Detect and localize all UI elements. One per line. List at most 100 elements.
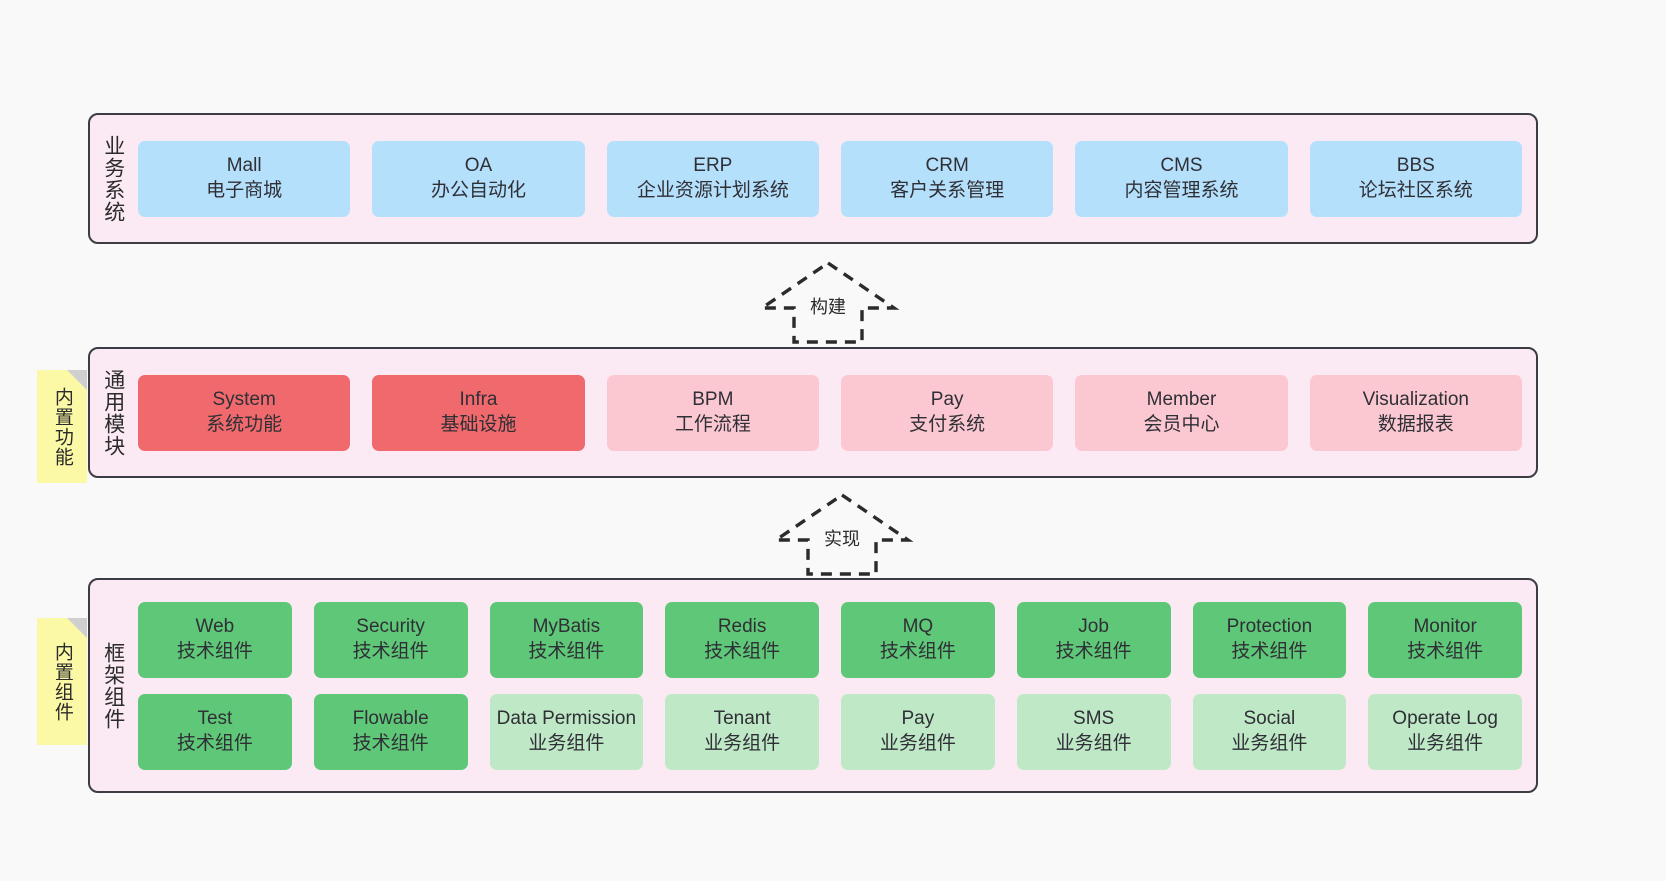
card-title: Social xyxy=(1243,708,1296,730)
layer-framework-title: 框架组件 xyxy=(101,641,125,730)
note-builtin-features-label: 内置功能 xyxy=(51,386,73,467)
card-title: Redis xyxy=(717,616,767,638)
card-subtitle: 业务组件 xyxy=(1407,732,1484,754)
connector-build-arrow: 构建 xyxy=(756,260,900,345)
card-subtitle: 基础设施 xyxy=(440,413,517,435)
card-subtitle: 数据报表 xyxy=(1377,413,1454,435)
card-title: MQ xyxy=(902,616,934,638)
card-subtitle: 技术组件 xyxy=(1407,640,1484,662)
card-subtitle: 技术组件 xyxy=(879,640,956,662)
card-subtitle: 业务组件 xyxy=(1055,732,1132,754)
card-title: Protection xyxy=(1226,616,1313,638)
note-builtin-features: 内置功能 xyxy=(37,370,87,483)
card-title: Test xyxy=(197,708,233,730)
card-subtitle: 支付系统 xyxy=(909,413,986,435)
connector-build-arrow-shape xyxy=(756,260,900,344)
card-title: Web xyxy=(195,616,235,638)
card-title: CMS xyxy=(1160,155,1203,177)
card-subtitle: 技术组件 xyxy=(176,732,253,754)
card-subtitle: 技术组件 xyxy=(352,732,429,754)
card-title: Data Permission xyxy=(496,708,637,730)
card-title: BPM xyxy=(692,389,734,411)
card-title: Pay xyxy=(901,708,935,730)
card-subtitle: 业务组件 xyxy=(704,732,781,754)
card-subtitle: 会员中心 xyxy=(1143,413,1220,435)
card-title: Security xyxy=(356,616,425,638)
connector-build-label: 构建 xyxy=(810,297,846,317)
card-title: Mall xyxy=(226,155,262,177)
card-subtitle: 技术组件 xyxy=(1055,640,1132,662)
connector-implement-label: 实现 xyxy=(824,529,860,549)
card-subtitle: 业务组件 xyxy=(528,732,605,754)
layer-business-title: 业务系统 xyxy=(101,134,125,223)
card-subtitle: 电子商城 xyxy=(206,179,283,201)
layer-modules-title: 通用模块 xyxy=(101,368,125,457)
card-title: Job xyxy=(1078,616,1109,638)
card-subtitle: 内容管理系统 xyxy=(1124,179,1239,201)
card-subtitle: 业务组件 xyxy=(879,732,956,754)
card-subtitle: 论坛社区系统 xyxy=(1358,179,1473,201)
card-subtitle: 客户关系管理 xyxy=(890,179,1005,201)
card-title: Visualization xyxy=(1362,389,1469,411)
card-subtitle: 企业资源计划系统 xyxy=(636,179,789,201)
card-title: Monitor xyxy=(1413,616,1477,638)
card-subtitle: 技术组件 xyxy=(704,640,781,662)
card-subtitle: 业务组件 xyxy=(1231,732,1308,754)
note-builtin-components-label: 内置组件 xyxy=(51,641,73,722)
connector-implement-arrow-shape xyxy=(770,492,914,576)
card-title: ERP xyxy=(693,155,733,177)
card-subtitle: 技术组件 xyxy=(176,640,253,662)
card-title: Pay xyxy=(930,389,964,411)
card-title: CRM xyxy=(925,155,969,177)
card-title: Tenant xyxy=(713,708,771,730)
card-subtitle: 技术组件 xyxy=(528,640,605,662)
card-title: MyBatis xyxy=(532,616,601,638)
card-title: Flowable xyxy=(352,708,429,730)
card-title: Operate Log xyxy=(1392,708,1498,730)
card-title: Member xyxy=(1146,389,1217,411)
card-title: SMS xyxy=(1073,708,1115,730)
card-title: Infra xyxy=(459,389,498,411)
card-subtitle: 工作流程 xyxy=(674,413,751,435)
card-title: System xyxy=(212,389,276,411)
card-subtitle: 技术组件 xyxy=(352,640,429,662)
card-subtitle: 系统功能 xyxy=(206,413,283,435)
card-title: OA xyxy=(464,155,493,177)
